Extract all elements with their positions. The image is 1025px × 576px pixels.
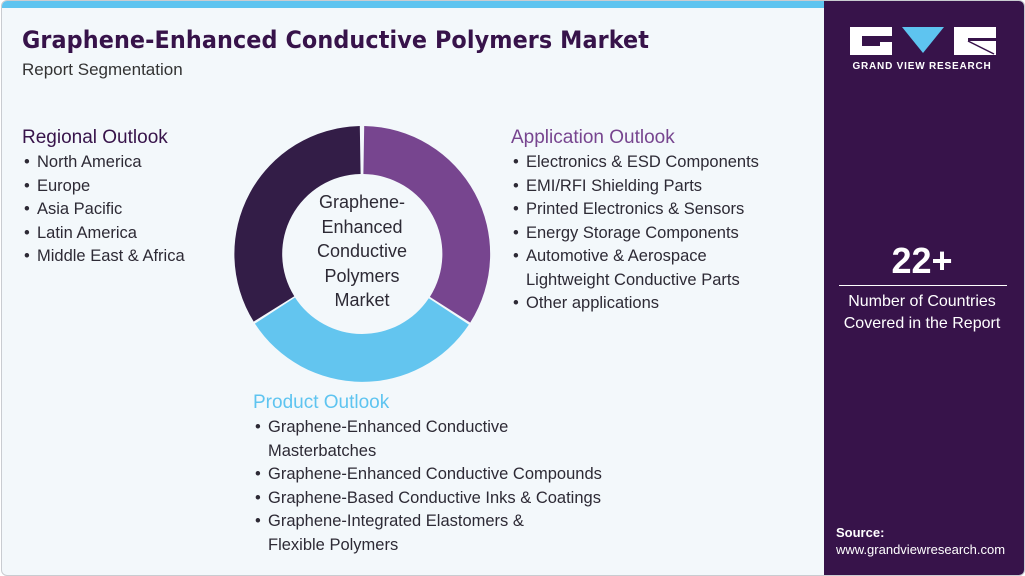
list-item: EMI/RFI Shielding Parts [511,175,811,199]
donut-center-line: Market [334,290,390,310]
accent-bar [2,1,824,8]
donut-center-line: Conductive [316,241,408,261]
regional-outlook-list: North America Europe Asia Pacific Latin … [22,151,232,269]
list-item: Other applications [511,292,811,316]
application-outlook-title: Application Outlook [511,127,675,148]
logo-text: GRAND VIEW RESEARCH [852,61,992,72]
source-url[interactable]: www.grandviewresearch.com [836,542,1006,557]
application-outlook-list: Electronics & ESD Components EMI/RFI Shi… [511,151,811,316]
product-outlook-title: Product Outlook [253,392,390,413]
list-item: Graphene-Enhanced Conductive Compounds [253,463,653,487]
list-item: Asia Pacific [22,198,232,222]
product-outlook-list: Graphene-Enhanced Conductive Masterbatch… [253,416,653,557]
grand-view-research-logo-icon [850,27,996,55]
countries-count: 22+ [891,240,953,281]
segmentation-donut-chart [232,124,492,384]
list-item: Electronics & ESD Components [511,151,811,175]
list-item: Latin America [22,222,232,246]
stat-divider [839,285,1007,286]
list-item: Graphene-Based Conductive Inks & Coating… [253,487,653,511]
list-item: Middle East & Africa [22,245,232,269]
countries-label-line: Covered in the Report [843,315,1001,332]
list-item: North America [22,151,232,175]
list-item: Graphene-Integrated Elastomers & Flexibl… [253,510,543,557]
donut-center-line: Enhanced [321,216,403,237]
donut-center-label: Graphene- Enhanced Conductive Polymers M… [302,190,422,313]
donut-svg [234,126,491,382]
donut-segment-application [363,126,491,323]
list-item: Automotive & Aerospace Lightweight Condu… [511,245,786,292]
source-label: Source: [836,525,885,540]
list-item: Graphene-Enhanced Conductive Masterbatch… [253,416,538,463]
page-title: Graphene-Enhanced Conductive Polymers Ma… [22,26,650,54]
countries-label: Number of Countries Covered in the Repor… [822,291,1022,335]
donut-segment-product [254,297,469,382]
regional-outlook-title: Regional Outlook [22,127,168,148]
list-item: Energy Storage Components [511,222,811,246]
list-item: Printed Electronics & Sensors [511,198,811,222]
list-item: Europe [22,175,232,199]
donut-center-line: Graphene- [318,192,406,212]
donut-center-line: Polymers [324,265,400,286]
right-panel [824,1,1024,575]
countries-label-line: Number of Countries [848,293,996,310]
donut-segment-regional [234,126,361,322]
page-subtitle: Report Segmentation [22,60,183,79]
